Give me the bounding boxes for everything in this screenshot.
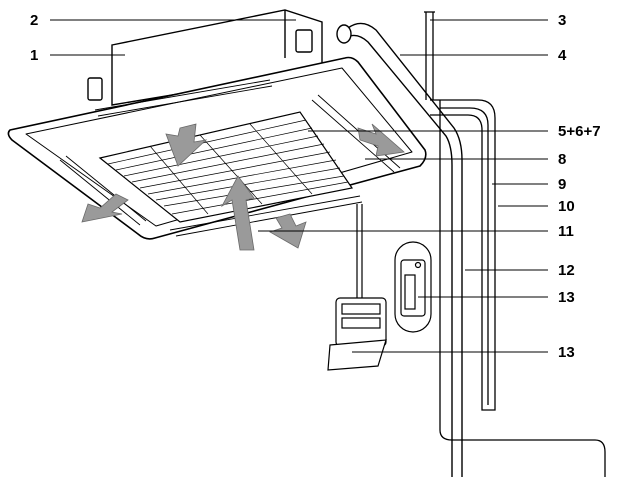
wired-remote (327, 204, 387, 371)
callout-label: 5+6+7 (558, 123, 601, 140)
indoor-unit-body (87, 9, 323, 106)
callout-label: 3 (558, 12, 566, 29)
callout-label: 8 (558, 151, 566, 168)
callout-label: 9 (558, 176, 566, 193)
callout-label: 13 (558, 289, 575, 306)
air-outlets (59, 79, 401, 237)
callout-label: 11 (558, 223, 574, 240)
refrigerant-pipe (336, 22, 463, 477)
wall-column (430, 99, 606, 477)
callout-label: 1 (30, 47, 38, 64)
callout-leaders (50, 19, 548, 353)
wall-mounted-remote (394, 241, 432, 333)
callout-labels: 2 1 3 4 5+6+7 8 9 10 11 12 13 13 (30, 12, 601, 361)
drain-pipe (424, 11, 435, 100)
callout-label: 13 (558, 344, 575, 361)
callout-label: 4 (558, 47, 567, 64)
callout-label: 2 (30, 12, 38, 29)
suction-grille (98, 111, 354, 223)
callout-label: 10 (558, 198, 575, 215)
callout-label: 12 (558, 262, 575, 279)
